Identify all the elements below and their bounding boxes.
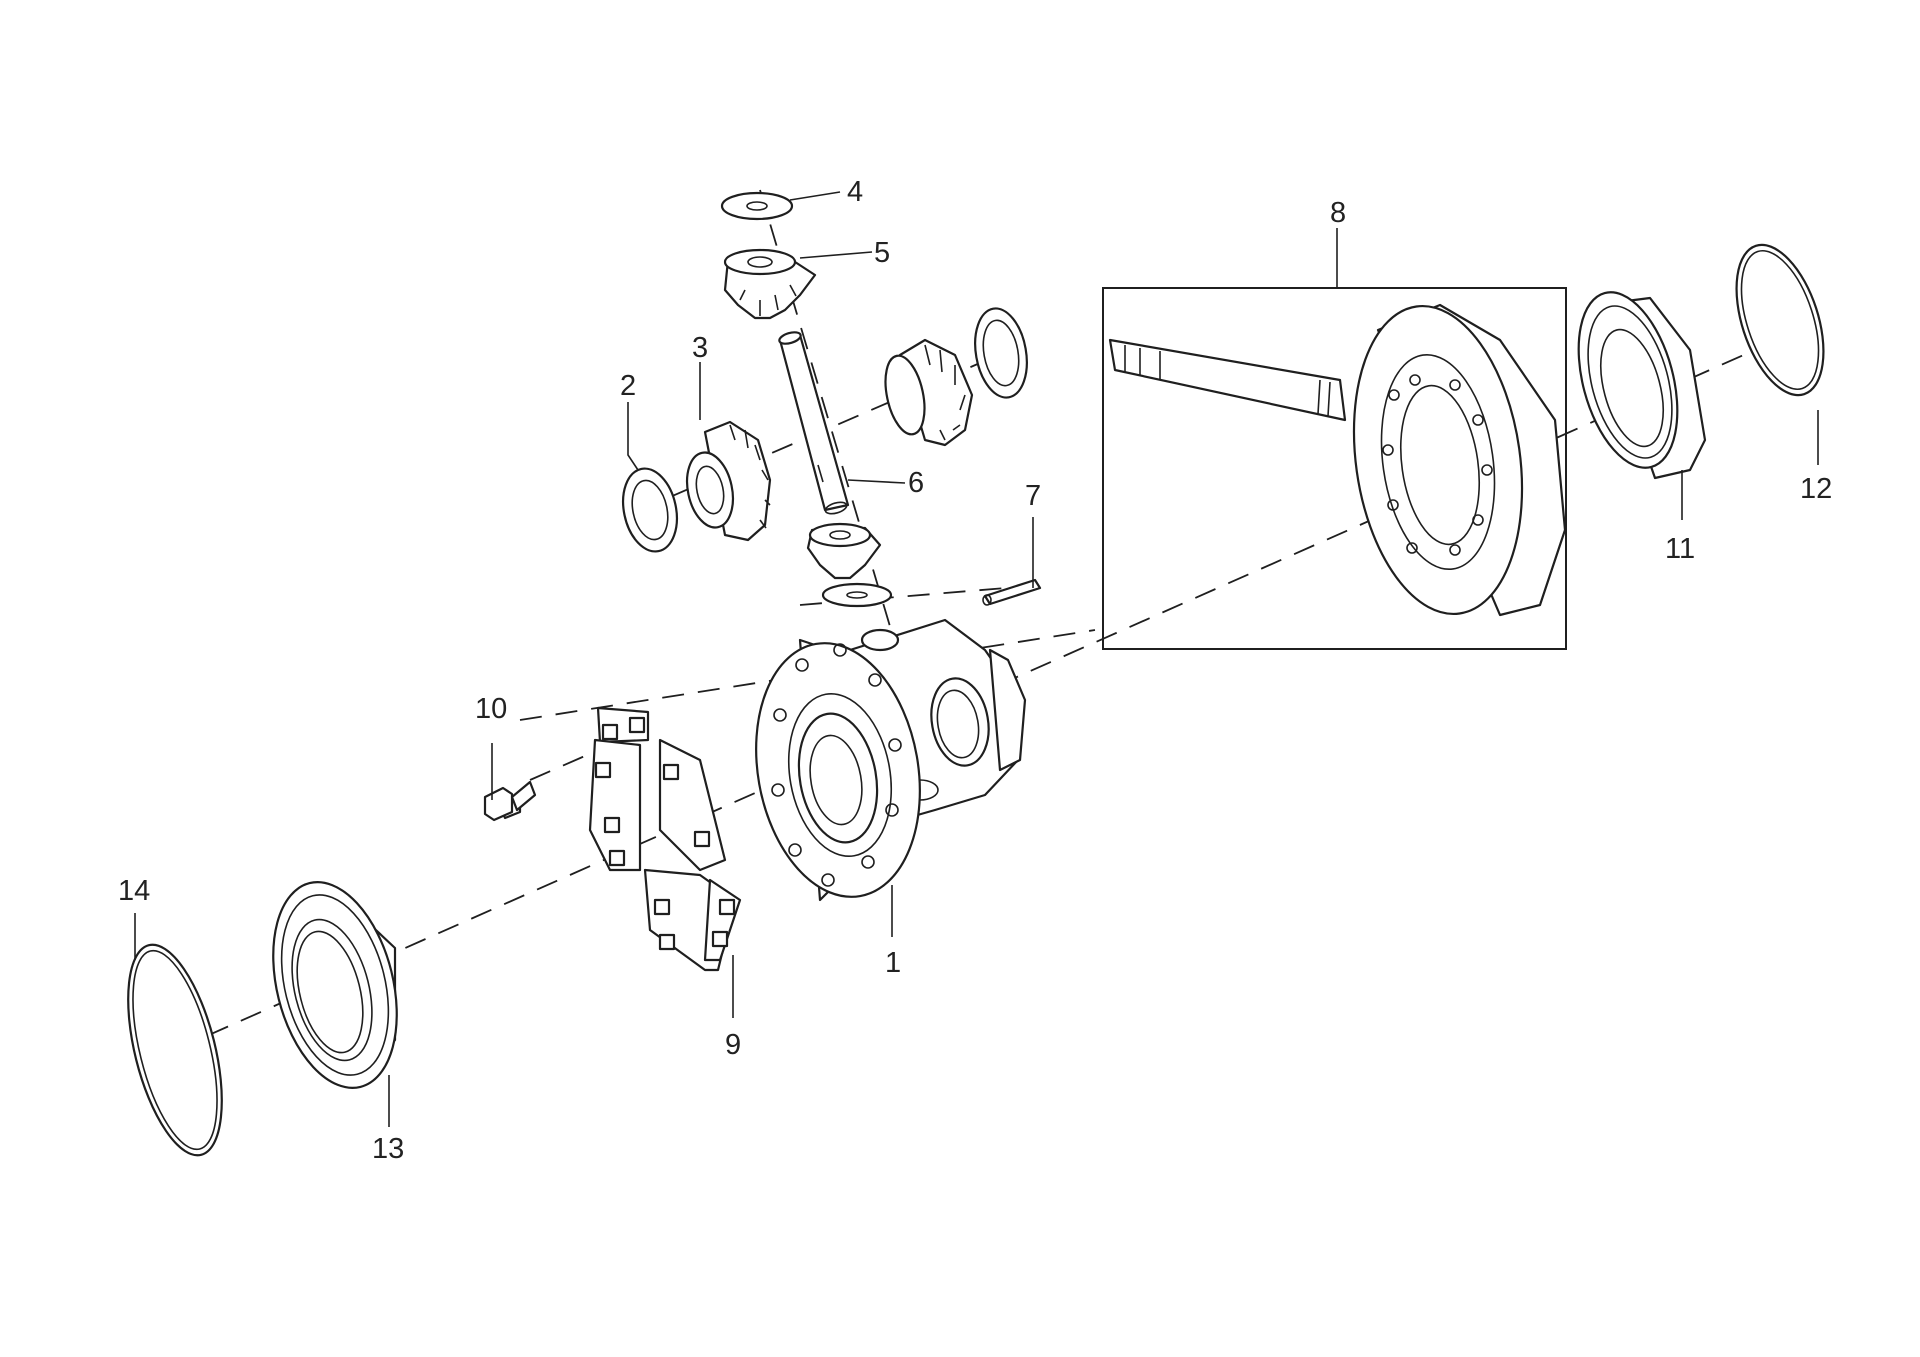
snap-ring-12 [1735,243,1825,397]
case-flange-holes [771,643,902,887]
callout-2: 2 [620,370,636,402]
bearing-11 [1577,291,1707,480]
callout-12: 12 [1800,473,1832,505]
snap-ring-14 [127,943,223,1157]
side-gear-3 [685,420,772,542]
callout-9: 9 [725,1029,741,1061]
callout-8: 8 [1330,197,1346,229]
callout-13: 13 [372,1133,404,1165]
bearing-13 [272,881,398,1089]
thrust-washer-right [974,307,1028,399]
ring-gear-holes [1382,374,1493,556]
callout-4: 4 [847,176,863,208]
callout-10: 10 [475,693,507,725]
side-gear-right [884,338,974,447]
pinion-gear-lower [806,522,882,580]
callout-6: 6 [908,467,924,499]
callout-1: 1 [885,947,901,979]
axle-shaft-assembly-8 [1102,287,1567,650]
pin-7 [982,578,1042,606]
callout-14: 14 [118,875,150,907]
callout-7: 7 [1025,480,1041,512]
pinion-shaft-6 [778,331,850,515]
callout-3: 3 [692,332,708,364]
leader-lines [134,191,1819,1127]
assembly-frame [1102,287,1567,650]
thrust-washer-2 [622,467,678,553]
thrust-washer-4 [720,191,794,221]
callout-5: 5 [874,237,890,269]
lock-plates-9 [588,706,742,972]
thrust-washer-lower [821,582,893,608]
pinion-gear-5 [723,248,817,320]
callout-labels: 1 2 3 4 5 6 7 8 9 10 11 12 13 14 [118,176,1832,1165]
differential-case-1 [755,618,1027,902]
plate-bolts [594,716,736,951]
callout-11: 11 [1665,533,1695,565]
